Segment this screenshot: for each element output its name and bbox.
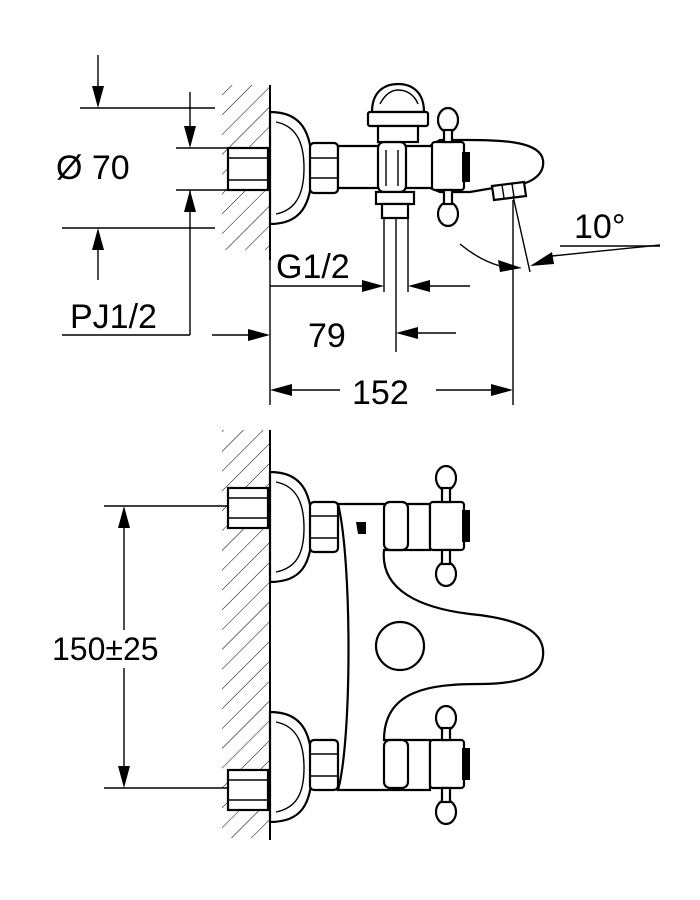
cross-handle-lower: [428, 704, 470, 826]
dim-centers: [104, 505, 228, 789]
label-thread-pj: PJ1/2: [70, 298, 157, 336]
label-centers: 150±25: [52, 631, 159, 667]
cross-handle-upper: [428, 464, 470, 588]
central-outlet: [374, 620, 426, 672]
label-thread-g: G1/2: [276, 248, 350, 286]
mixer-body-front: [336, 502, 545, 792]
wall-pipe-upper: [226, 486, 270, 530]
wall-pipe-top: [226, 146, 270, 192]
dim-g: [270, 280, 470, 292]
dim-79: [269, 260, 456, 405]
outlet-stub: [374, 190, 416, 300]
coupling-top: [376, 140, 408, 194]
hex-nut-upper: [308, 500, 340, 554]
label-diameter: Ø 70: [56, 149, 130, 187]
label-dim-152: 152: [352, 374, 409, 412]
wall-pipe-lower: [226, 768, 270, 812]
spout-aerator: [490, 180, 528, 202]
coupling-lower: [382, 738, 410, 790]
coupling-upper: [382, 500, 410, 552]
label-dim-79: 79: [308, 317, 346, 355]
dim-152: [270, 200, 514, 405]
dim-angle: [459, 195, 661, 273]
label-angle: 10°: [574, 208, 625, 246]
dim-diameter: [62, 55, 215, 280]
hex-nut-top: [308, 141, 340, 195]
side-view: Ø 70 PJ1/2 G1/2 79: [56, 55, 661, 412]
diverter-knob: [366, 82, 430, 144]
logo-mark: [356, 522, 366, 534]
cross-handle-top: [430, 106, 470, 228]
front-view: 150±25: [52, 430, 545, 840]
dim-pj: [62, 92, 270, 341]
hex-nut-lower: [308, 738, 340, 792]
